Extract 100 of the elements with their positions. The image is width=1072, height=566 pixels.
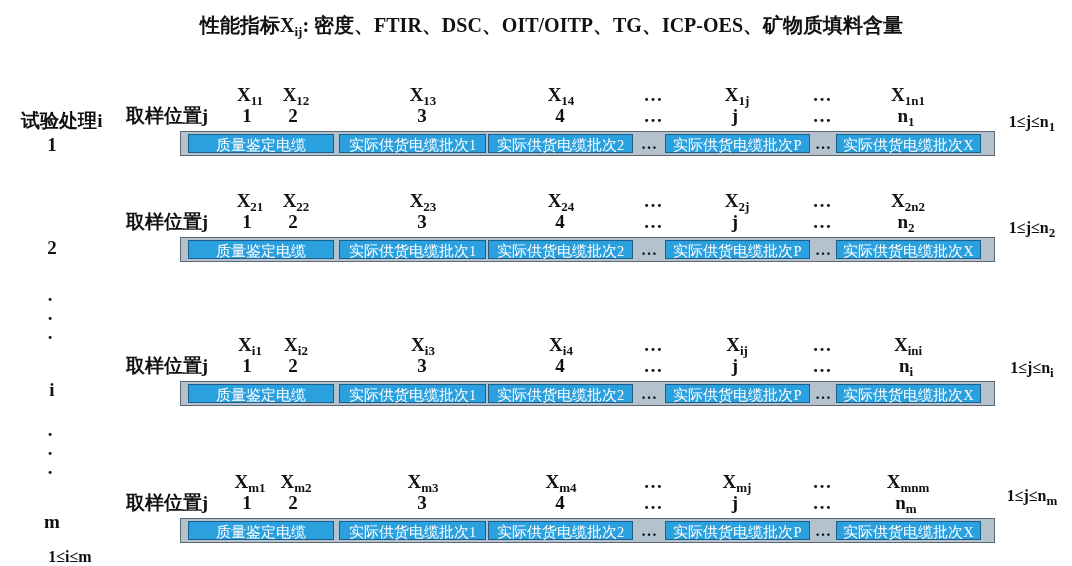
ellipsis: …: [641, 521, 657, 541]
symbol: X$_{22}$: [282, 191, 310, 211]
symbol: 1: [242, 356, 252, 376]
ellipsis: …: [815, 384, 831, 404]
cable-box: 实际供货电缆批次1: [339, 521, 486, 540]
ellipsis: …: [641, 240, 657, 260]
symbol: X$_{i2}$: [284, 335, 308, 355]
ellipsis: …: [815, 521, 831, 541]
row-number: 2: [47, 238, 57, 258]
cable-box: 实际供货电缆批次X: [836, 384, 981, 403]
row-heading: 取样位置j: [125, 212, 209, 232]
symbol: j: [731, 212, 739, 232]
symbol: j: [731, 493, 739, 513]
symbol: X$_{m4}$: [545, 472, 577, 492]
symbol: X$_{i1}$: [238, 335, 262, 355]
symbol: 2: [288, 493, 298, 513]
symbol: 3: [417, 493, 427, 513]
symbol: 2: [288, 212, 298, 232]
symbol: …: [812, 493, 832, 513]
cable-box: 质量鉴定电缆: [188, 384, 334, 403]
cable-box: 质量鉴定电缆: [188, 521, 334, 540]
symbol: X$_{21}$: [236, 191, 264, 211]
dot: .: [47, 323, 53, 343]
symbol: 4: [555, 493, 565, 513]
symbol: 2: [288, 356, 298, 376]
symbol: X$_{mnm}$: [886, 472, 930, 492]
symbol: …: [812, 191, 832, 211]
symbol: …: [643, 106, 663, 126]
cable-box: 实际供货电缆批次2: [488, 134, 633, 153]
symbol: X$_{13}$: [409, 85, 437, 105]
symbol: X$_{11}$: [237, 85, 263, 105]
symbol: n$_{1}$: [897, 106, 915, 126]
symbol: 3: [417, 106, 427, 126]
cable-box: 实际供货电缆批次P: [665, 521, 810, 540]
symbol: X$_{24}$: [547, 191, 575, 211]
sample-bar: [180, 381, 995, 406]
symbol: X$_{i3}$: [411, 335, 435, 355]
dot: .: [47, 304, 53, 324]
symbol: 3: [417, 356, 427, 376]
dot: .: [47, 458, 53, 478]
symbol: X$_{ini}$: [893, 335, 923, 355]
cable-box: 质量鉴定电缆: [188, 134, 334, 153]
symbol: j: [731, 356, 739, 376]
dot: .: [47, 285, 53, 305]
row-number: m: [44, 512, 60, 532]
symbol: 1: [242, 493, 252, 513]
symbol: 4: [555, 212, 565, 232]
cable-box: 实际供货电缆批次P: [665, 240, 810, 259]
symbol: …: [643, 335, 663, 355]
sample-bar: [180, 131, 995, 156]
cable-box: 实际供货电缆批次2: [488, 384, 633, 403]
cable-box: 实际供货电缆批次1: [339, 134, 486, 153]
symbol: n$_{i}$: [898, 356, 914, 376]
symbol: …: [812, 356, 832, 376]
symbol: …: [643, 212, 663, 232]
row-heading: 取样位置j: [125, 493, 209, 513]
symbol: X$_{m3}$: [407, 472, 439, 492]
row-number: i: [49, 380, 55, 400]
symbol: …: [643, 191, 663, 211]
symbol: …: [812, 335, 832, 355]
symbol: X$_{1n1}$: [891, 85, 925, 105]
row-heading: 取样位置j: [125, 106, 209, 126]
symbol: X$_{m2}$: [280, 472, 312, 492]
symbol: …: [643, 356, 663, 376]
symbol: …: [812, 106, 832, 126]
symbol: …: [643, 493, 663, 513]
symbol: X$_{23}$: [409, 191, 437, 211]
symbol: …: [812, 472, 832, 492]
ellipsis: …: [641, 134, 657, 154]
symbol: 1: [242, 106, 252, 126]
cable-box: 实际供货电缆批次2: [488, 240, 633, 259]
symbol: 4: [555, 106, 565, 126]
range-note: 1≤j≤n$_{m}$: [1006, 486, 1058, 506]
symbol: …: [812, 212, 832, 232]
range-note: 1≤i≤m: [48, 547, 92, 566]
ellipsis: …: [815, 134, 831, 154]
symbol: 1: [242, 212, 252, 232]
range-note: 1≤j≤n$_{1}$: [1008, 112, 1056, 132]
symbol: n$_{2}$: [897, 212, 915, 232]
symbol: …: [643, 472, 663, 492]
symbol: …: [643, 85, 663, 105]
title: 性能指标X$_{ij}$: 密度、FTIR、DSC、OIT/OITP、TG、ICP-OES、矿物质填料含量: [200, 13, 903, 39]
row-number: 1: [47, 135, 57, 155]
range-note: 1≤j≤n$_{i}$: [1010, 358, 1054, 378]
dot: .: [47, 439, 53, 459]
cable-box: 实际供货电缆批次1: [339, 384, 486, 403]
cable-box: 实际供货电缆批次1: [339, 240, 486, 259]
cable-box: 实际供货电缆批次P: [665, 134, 810, 153]
symbol: X$_{14}$: [547, 85, 575, 105]
symbol: X$_{12}$: [282, 85, 310, 105]
row-heading: 取样位置j: [125, 356, 209, 376]
ellipsis: …: [815, 240, 831, 260]
symbol: 3: [417, 212, 427, 232]
symbol: 2: [288, 106, 298, 126]
sample-bar: [180, 518, 995, 543]
cable-box: 质量鉴定电缆: [188, 240, 334, 259]
row-heading: 试验处理i: [21, 111, 103, 131]
cable-box: 实际供货电缆批次2: [488, 521, 633, 540]
symbol: …: [812, 85, 832, 105]
cable-box: 实际供货电缆批次P: [665, 384, 810, 403]
